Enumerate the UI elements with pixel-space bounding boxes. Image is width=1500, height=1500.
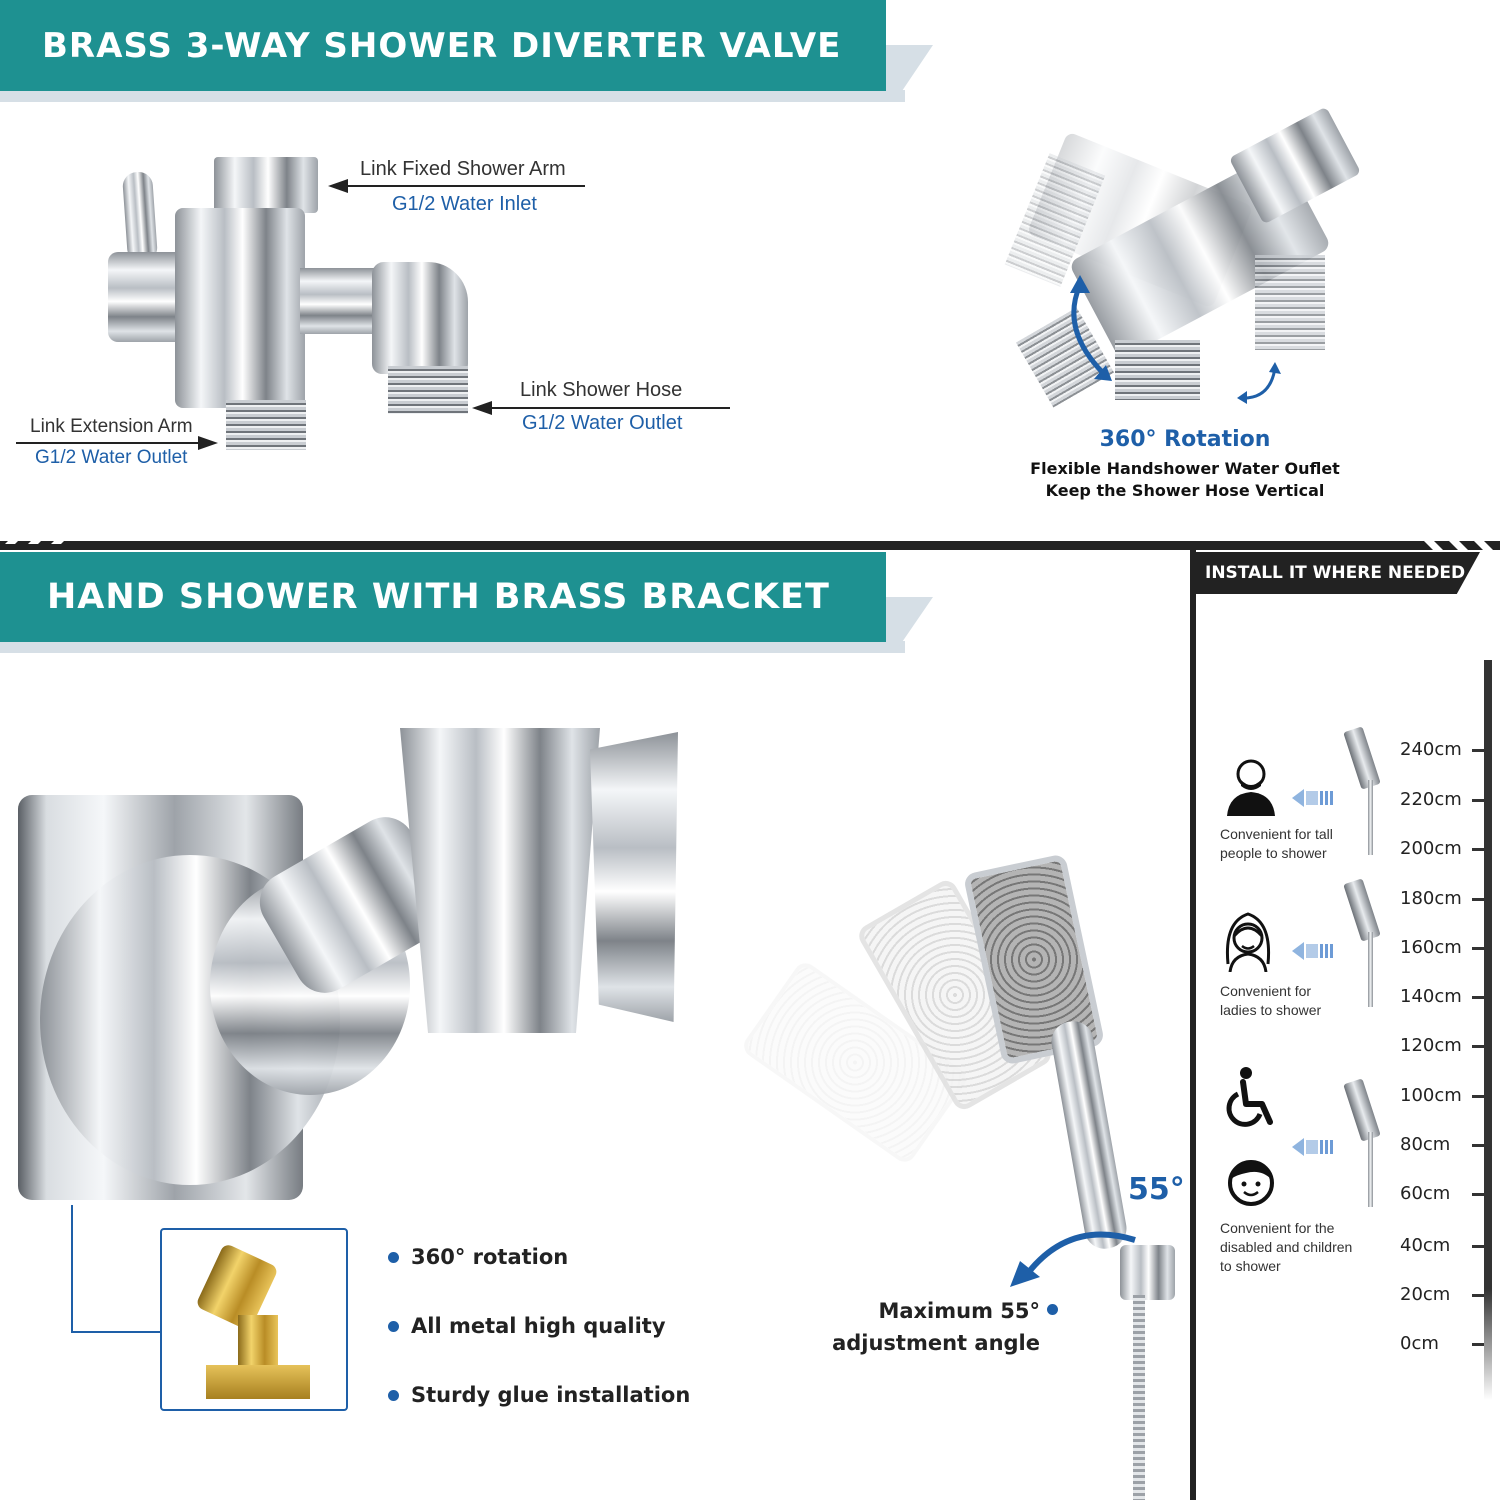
scale-label: 20cm — [1400, 1284, 1451, 1305]
install-caption: Convenient for tall people to shower — [1220, 826, 1333, 861]
scale-label: 40cm — [1400, 1235, 1451, 1256]
feature-item: All metal high quality — [388, 1314, 666, 1338]
mini-shower-icon — [1343, 878, 1381, 942]
valve-thread-right — [1255, 255, 1325, 350]
shower-handle — [1048, 1018, 1130, 1252]
leader-line — [345, 185, 585, 187]
banner-shadow-tail — [885, 597, 933, 653]
install-caption: Convenient for the disabled and children… — [1220, 1220, 1353, 1274]
rotation-arrow-icon — [1070, 275, 1112, 381]
valve-side-connector — [300, 268, 385, 334]
section-banner-hand-shower: HAND SHOWER WITH BRASS BRACKET — [0, 552, 886, 642]
child-icon — [1228, 1160, 1274, 1206]
install-panel-title: INSTALL IT WHERE NEEDED — [1190, 552, 1480, 594]
inlet-spec: G1/2 Water Inlet — [392, 193, 537, 215]
valve-knob — [108, 252, 188, 342]
arrow-left-icon — [1292, 942, 1333, 960]
feature-item: Sturdy glue installation — [388, 1383, 690, 1407]
mini-shower-handle — [1368, 1132, 1373, 1207]
rotation-title: 360° Rotation — [1099, 427, 1271, 452]
inlet-label: Link Fixed Shower Arm — [360, 158, 566, 180]
bullet-icon — [388, 1320, 399, 1332]
banner-shadow-tail — [885, 45, 933, 102]
hose-outlet-label: Link Shower Hose — [520, 379, 683, 401]
arrow-left-icon — [1292, 1138, 1333, 1156]
mini-shower-icon — [1343, 726, 1381, 790]
arrow-icon — [328, 179, 348, 193]
inset-connector-vertical — [71, 1205, 73, 1333]
install-panel-border — [1190, 550, 1196, 1500]
feature-item: 360° rotation — [388, 1245, 568, 1269]
arrow-icon — [198, 436, 218, 450]
valve-elbow-thread — [388, 366, 468, 414]
banner-shadow — [0, 641, 905, 653]
bullet-icon — [1047, 1304, 1058, 1315]
brass-stem — [238, 1315, 278, 1370]
scale-label: 200cm — [1400, 838, 1462, 859]
scale-label: 0cm — [1400, 1333, 1439, 1354]
mini-shower-handle — [1368, 932, 1373, 1007]
section-title: HAND SHOWER WITH BRASS BRACKET — [47, 577, 830, 617]
valve-lever — [121, 171, 159, 263]
inset-connector-horizontal — [71, 1331, 161, 1333]
scale-label: 100cm — [1400, 1085, 1462, 1106]
section-divider — [0, 541, 1500, 550]
arrow-left-icon — [1292, 789, 1333, 807]
scale-label: 140cm — [1400, 986, 1462, 1007]
tall-person-icon — [1227, 759, 1275, 816]
angle-arrow-icon — [1010, 1231, 1136, 1287]
shower-hose — [1133, 1295, 1145, 1500]
height-scale-bar — [1484, 660, 1492, 1400]
install-caption: Convenient for ladies to shower — [1220, 983, 1322, 1018]
wheelchair-icon — [1226, 1067, 1273, 1127]
banner-shadow — [0, 90, 905, 102]
brass-core-inset — [160, 1228, 348, 1411]
rotation-arrow-small-icon — [1237, 362, 1281, 404]
valve-body — [175, 208, 305, 408]
extension-outlet-label: Link Extension Arm — [30, 416, 193, 437]
valve-bottom-thread — [226, 400, 306, 450]
bracket-cup — [400, 728, 600, 1033]
rotation-line1: Flexible Handshower Water Ouflet — [1030, 459, 1340, 478]
angle-value: 55° — [1128, 1172, 1185, 1207]
scale-label: 240cm — [1400, 739, 1462, 760]
section-banner-diverter: BRASS 3-WAY SHOWER DIVERTER VALVE — [0, 0, 886, 91]
bracket-cup-back — [590, 732, 678, 1022]
scale-label: 160cm — [1400, 937, 1462, 958]
valve-hex-nut — [214, 157, 318, 213]
scale-label: 60cm — [1400, 1183, 1451, 1204]
leader-line — [490, 407, 730, 409]
valve-elbow — [372, 262, 468, 374]
woman-icon — [1225, 912, 1271, 972]
hose-outlet-spec: G1/2 Water Outlet — [522, 412, 683, 434]
scale-label: 120cm — [1400, 1035, 1462, 1056]
rotation-line2: Keep the Shower Hose Vertical — [1045, 481, 1325, 500]
brass-base — [206, 1365, 310, 1399]
scale-label: 180cm — [1400, 888, 1462, 909]
section-title: BRASS 3-WAY SHOWER DIVERTER VALVE — [42, 25, 842, 66]
angle-caption: Maximum 55° adjustment angle — [832, 1299, 1040, 1355]
mini-shower-handle — [1368, 780, 1373, 855]
extension-outlet-spec: G1/2 Water Outlet — [35, 447, 188, 468]
arrow-icon — [472, 401, 492, 415]
bullet-icon — [388, 1251, 399, 1263]
scale-label: 220cm — [1400, 789, 1462, 810]
valve-thread-bottom — [1115, 340, 1200, 400]
shower-bracket-small — [1120, 1245, 1175, 1300]
leader-line — [16, 442, 198, 444]
mini-shower-icon — [1343, 1078, 1381, 1142]
bullet-icon — [388, 1389, 399, 1401]
scale-label: 80cm — [1400, 1134, 1451, 1155]
